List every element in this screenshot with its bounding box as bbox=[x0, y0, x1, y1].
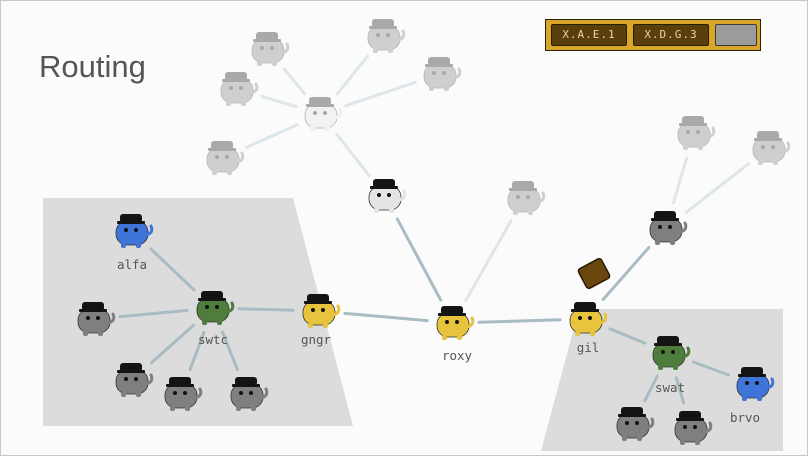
node-label-swat: swat bbox=[655, 380, 685, 395]
page-title: Routing bbox=[39, 49, 146, 84]
edge-swat-sa_b2 bbox=[674, 376, 686, 405]
node-label-alfa: alfa bbox=[117, 257, 147, 272]
node-g2-icon[interactable] bbox=[752, 131, 791, 165]
blank-button[interactable] bbox=[715, 24, 757, 46]
edge-hub-h3 bbox=[344, 80, 417, 108]
packet-layer bbox=[577, 257, 611, 290]
edge-roxy-gil bbox=[477, 318, 562, 324]
edge-hub-h2 bbox=[335, 54, 370, 96]
node-sa_b2-icon[interactable] bbox=[674, 411, 713, 445]
address-button-1[interactable]: X.A.E.1 bbox=[551, 24, 627, 46]
node-sw_l-icon[interactable] bbox=[77, 302, 116, 336]
node-gil-icon[interactable] bbox=[569, 302, 608, 336]
node-label-brvo: brvo bbox=[730, 410, 760, 425]
node-layer: alfa swtc gngr roxy gil swat brvo bbox=[77, 19, 791, 445]
edge-gil-gr bbox=[601, 246, 651, 301]
edge-hub-h1 bbox=[282, 67, 307, 96]
node-h5-icon[interactable] bbox=[206, 141, 245, 175]
edge-sw_l-swtc bbox=[118, 308, 189, 319]
node-alfa-icon[interactable] bbox=[115, 214, 154, 248]
node-swat-icon[interactable] bbox=[652, 336, 691, 370]
node-label-gngr: gngr bbox=[301, 332, 332, 347]
network-region-right bbox=[541, 309, 783, 451]
node-h4-icon[interactable] bbox=[220, 72, 259, 106]
edge-hub-h5 bbox=[245, 123, 299, 149]
node-g1-icon[interactable] bbox=[677, 116, 716, 150]
address-button-2[interactable]: X.D.G.3 bbox=[633, 24, 709, 46]
node-roxy-icon[interactable] bbox=[436, 306, 475, 340]
edge-alfa-swtc bbox=[149, 247, 196, 292]
node-label-gil: gil bbox=[577, 340, 600, 355]
node-gr-icon[interactable] bbox=[649, 211, 688, 245]
node-gngr-icon[interactable] bbox=[302, 294, 341, 328]
edge-roxy-rx_r bbox=[464, 219, 513, 302]
address-toolbar: X.A.E.1 X.D.G.3 bbox=[545, 19, 761, 51]
edge-gil-swat bbox=[608, 327, 647, 345]
edge-gr-g1 bbox=[671, 156, 689, 205]
node-h1-icon[interactable] bbox=[251, 32, 290, 66]
node-swtc-icon[interactable] bbox=[196, 291, 235, 325]
node-label-roxy: roxy bbox=[442, 348, 473, 363]
edge-swtc-sw_b3 bbox=[221, 330, 239, 372]
edge-swtc-gngr bbox=[237, 307, 295, 312]
node-hub-icon[interactable] bbox=[304, 97, 343, 131]
node-brvo-icon[interactable] bbox=[736, 367, 775, 401]
edge-swtc-sw_b2 bbox=[188, 330, 206, 372]
node-sa_b1-icon[interactable] bbox=[616, 407, 655, 441]
node-label-swtc: swtc bbox=[198, 332, 228, 347]
edge-roxy-rx_l bbox=[395, 217, 443, 302]
edge-swat-sa_b1 bbox=[643, 374, 659, 403]
node-sw_b3-icon[interactable] bbox=[230, 377, 269, 411]
edge-gr-g2 bbox=[685, 162, 750, 214]
node-rx_l-icon[interactable] bbox=[368, 179, 407, 213]
packet-icon[interactable] bbox=[577, 257, 611, 290]
node-rx_r-icon[interactable] bbox=[507, 181, 546, 215]
node-sw_b2-icon[interactable] bbox=[164, 377, 203, 411]
edge-swtc-sw_b1 bbox=[149, 323, 196, 365]
edge-rx_l-hub bbox=[335, 132, 371, 178]
edge-swat-brvo bbox=[691, 360, 731, 377]
edge-layer bbox=[118, 54, 750, 405]
node-h2-icon[interactable] bbox=[367, 19, 406, 53]
edge-gngr-roxy bbox=[343, 311, 429, 323]
edge-hub-h4 bbox=[260, 94, 298, 109]
node-h3-icon[interactable] bbox=[423, 57, 462, 91]
node-sw_b1-icon[interactable] bbox=[115, 363, 154, 397]
